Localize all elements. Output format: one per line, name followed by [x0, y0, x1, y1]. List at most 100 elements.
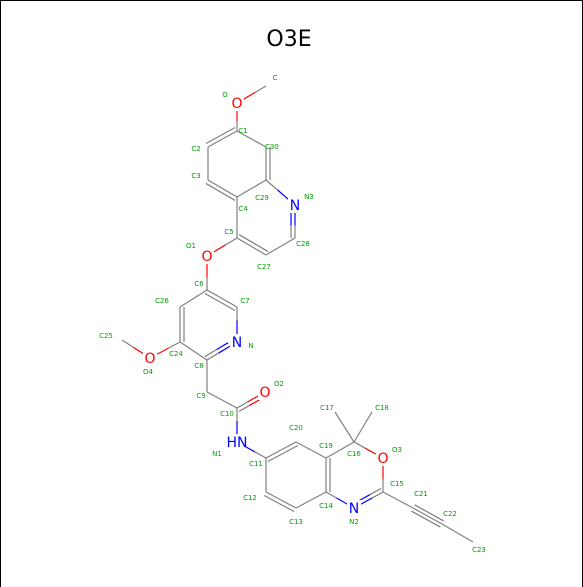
- bond-C10-O2: [247, 395, 259, 403]
- atom-label-C17: C17: [320, 404, 334, 412]
- atom-label-O2: O2: [274, 380, 284, 388]
- bond-C10-O2: [238, 404, 250, 412]
- bond-C3-C4: [207, 179, 223, 190]
- bond-C27-C5: [251, 245, 267, 256]
- bond-N1-C11: [243, 445, 256, 453]
- bond-C6-C7: [219, 301, 236, 312]
- bond-C1-C2: [220, 126, 236, 137]
- bond-N-C8: [218, 345, 231, 354]
- bond-O4-C25: [121, 339, 133, 348]
- bond-C14-N2: [336, 497, 348, 505]
- bond-C10-O2: [236, 401, 248, 409]
- bond-C28-C27: [280, 237, 296, 248]
- bond-C9-C10: [221, 399, 238, 409]
- bond-C4-C29: [251, 179, 267, 190]
- bond-C21-C22: [414, 504, 430, 514]
- bond-C16-C18: [353, 426, 364, 443]
- atom-bg-O3: [376, 450, 390, 466]
- bond-C4-C29: [236, 187, 252, 198]
- atom-label-C14: C14: [319, 502, 333, 510]
- atom-label-C3: C3: [191, 172, 200, 180]
- bond-C9-C10: [206, 391, 223, 401]
- atom-bg-N1: [230, 434, 244, 450]
- atom-label-C: C: [273, 74, 278, 82]
- bond-C21-C22: [428, 512, 444, 522]
- bond-C29-N3: [265, 179, 278, 191]
- bond-C27-C5: [253, 242, 269, 253]
- bond-C21-C22: [427, 515, 443, 525]
- atom-bg-O: [230, 95, 244, 111]
- bond-C21-C22: [412, 507, 428, 517]
- bond-C15-N2: [358, 494, 371, 502]
- atom-label-C9: C9: [196, 392, 205, 400]
- bond-C1-C2: [222, 130, 238, 140]
- atom-label-C20: C20: [289, 424, 303, 432]
- bond-C3-C4: [222, 187, 238, 198]
- bond-C12-C13: [263, 495, 280, 505]
- bond-C8-C24: [179, 341, 194, 352]
- atom-bg-N3: [288, 197, 302, 213]
- atom-label-C30: C30: [265, 143, 279, 151]
- atom-symbol-O: O: [231, 96, 242, 112]
- atom-label-C11: C11: [249, 460, 263, 468]
- bond-C19-C16: [325, 449, 341, 459]
- atom-label-C2: C2: [191, 145, 200, 153]
- bond-C1-C2: [207, 138, 223, 148]
- atom-label-O1: O1: [186, 242, 196, 250]
- bond-C1-C30: [251, 138, 267, 148]
- bond-C15-N2: [371, 491, 384, 499]
- bond-C22-C23: [441, 523, 458, 534]
- bond-C15-N2: [360, 497, 373, 505]
- atom-label-C21: C21: [414, 490, 428, 498]
- bond-C3-C4: [220, 191, 236, 201]
- bond-C6-C7: [221, 297, 238, 308]
- bond-C16-C17: [334, 411, 346, 428]
- atom-label-C23: C23: [472, 546, 486, 554]
- bond-C24-O4: [168, 341, 181, 349]
- bond-C10-O2: [249, 398, 261, 406]
- bond-C13-C14: [310, 491, 327, 501]
- atom-bg-O1: [200, 248, 214, 264]
- bond-C26-C6: [193, 289, 208, 300]
- bond-N-C8: [206, 352, 219, 361]
- atom-symbol-O2: O: [259, 385, 270, 401]
- bond-C27-C5: [236, 237, 252, 248]
- atom-symbol-O1: O: [201, 249, 212, 265]
- atom-label-C25: C25: [99, 332, 113, 340]
- bond-C5-O1: [213, 244, 226, 253]
- bond-N-C8: [216, 342, 229, 351]
- bond-C1-C30: [236, 130, 252, 140]
- bond-C16-O3: [364, 447, 377, 455]
- bond-C6-C7: [206, 289, 223, 300]
- atom-bg-N: [230, 334, 244, 350]
- bond-C12-C13: [280, 499, 297, 509]
- bond-C28-C27: [265, 245, 281, 256]
- atom-label-C5: C5: [224, 228, 233, 236]
- bond-C24-O4: [156, 347, 169, 355]
- bond-C16-C18: [362, 411, 373, 428]
- atom-label-C13: C13: [289, 518, 303, 526]
- bond-C20-C19: [310, 449, 327, 459]
- atom-symbol-O3: O: [377, 451, 388, 467]
- bond-C13-C14: [295, 499, 312, 509]
- bond-C12-C13: [278, 503, 295, 513]
- bond-C16-C17: [343, 426, 355, 443]
- atom-label-C22: C22: [443, 510, 457, 518]
- atom-symbol-N2: N: [349, 501, 359, 517]
- bond-C5-O1: [225, 237, 238, 246]
- atom-label-C19: C19: [319, 442, 333, 450]
- atom-label-C27: C27: [257, 263, 271, 271]
- atom-bg-O4: [143, 350, 157, 366]
- atom-label-C6: C6: [194, 280, 204, 288]
- bond-C14-N2: [325, 491, 337, 499]
- bond-C6-C7: [204, 292, 221, 303]
- bond-C3-C4: [205, 182, 221, 193]
- bond-C8-C24: [193, 350, 208, 361]
- atom-label-N1: N1: [212, 450, 222, 458]
- bonds-group: [121, 85, 474, 543]
- bond-O4-C25: [132, 346, 144, 355]
- bond-C27-C5: [238, 234, 254, 244]
